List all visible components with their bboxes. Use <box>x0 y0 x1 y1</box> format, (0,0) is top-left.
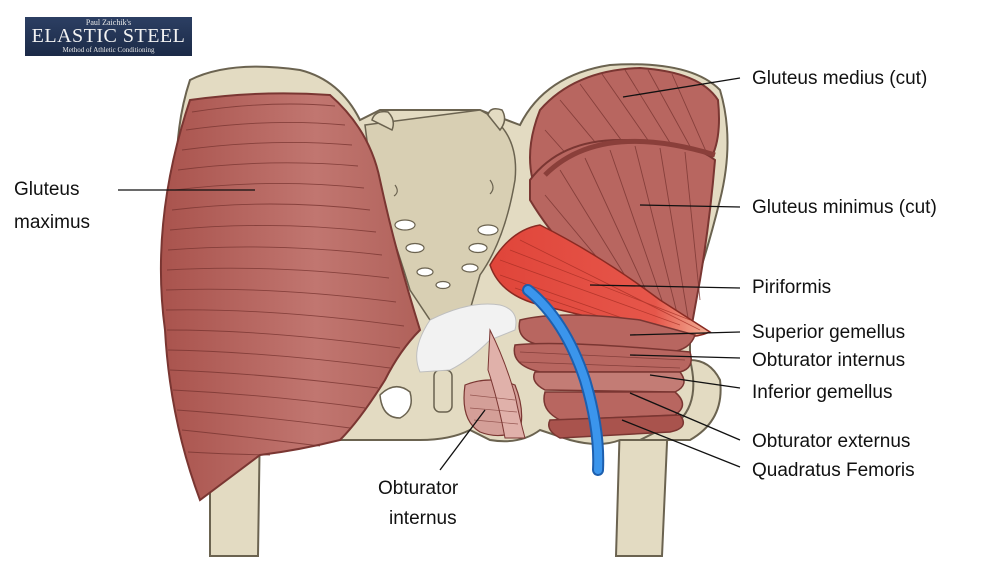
label-gluteus-medius: Gluteus medius (cut) <box>752 68 928 89</box>
inferior-gemellus <box>533 371 685 393</box>
logo-tagline: Method of Athletic Conditioning <box>62 46 155 54</box>
quadratus-femoris <box>548 414 685 439</box>
label-gluteus-minimus: Gluteus minimus (cut) <box>752 197 937 218</box>
label-inferior-gemellus: Inferior gemellus <box>752 382 893 403</box>
label-obturator-internus-bottom-line2: internus <box>389 508 457 529</box>
label-obturator-internus: Obturator internus <box>752 350 906 371</box>
logo-brand: ELASTIC STEEL <box>31 25 186 47</box>
obturator-internus-lower <box>463 328 526 439</box>
label-obturator-externus: Obturator externus <box>752 431 911 452</box>
label-piriformis: Piriformis <box>752 277 832 298</box>
logo-author: Paul Zaichik's <box>85 18 132 27</box>
elastic-steel-logo: Paul Zaichik's ELASTIC STEEL Method of A… <box>25 17 192 56</box>
leader-lines <box>118 77 741 471</box>
label-quadratus-femoris: Quadratus Femoris <box>752 460 915 481</box>
label-gluteus-maximus-line1: Gluteus <box>14 179 80 200</box>
label-gluteus-maximus-line2: maximus <box>14 212 91 233</box>
label-obturator-internus-bottom-line1: Obturator <box>378 478 459 499</box>
obturator-internus-muscle <box>513 342 692 373</box>
label-superior-gemellus: Superior gemellus <box>752 322 906 343</box>
gluteus-maximus <box>159 92 422 502</box>
